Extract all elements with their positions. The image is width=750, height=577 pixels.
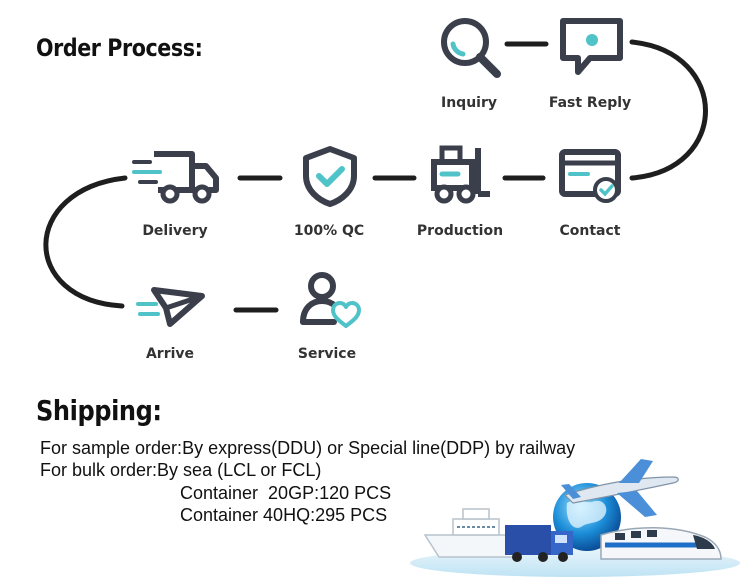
- container-truck-icon: [505, 525, 573, 562]
- connector-reply-contact: [629, 39, 708, 181]
- transport-illustration: [410, 459, 740, 577]
- forklift-icon: [431, 145, 490, 204]
- bulk-order-line: For bulk order:By sea (LCL or FCL): [40, 460, 321, 481]
- bulk-order-value: By sea (LCL or FCL): [157, 460, 322, 480]
- step-label-fast-reply: Fast Reply: [548, 95, 632, 111]
- sample-order-key: For sample order:: [40, 438, 183, 458]
- chat-bubble-icon: [560, 18, 623, 75]
- shipping-title: Shipping:: [36, 394, 162, 427]
- browser-window-icon: [559, 149, 621, 203]
- step-label-delivery: Delivery: [142, 223, 208, 239]
- step-label-production: Production: [416, 223, 504, 239]
- connector-delivery-arrive: [43, 175, 128, 309]
- user-heart-icon: [300, 272, 361, 328]
- shield-check-icon: [303, 146, 357, 207]
- truck-icon: [132, 151, 219, 204]
- paper-plane-icon: [136, 287, 205, 327]
- sample-order-line: For sample order:By express(DDU) or Spec…: [40, 438, 575, 459]
- high-speed-train-icon: [600, 526, 722, 560]
- step-label-service: Service: [297, 346, 357, 362]
- order-process-title: Order Process:: [36, 34, 203, 62]
- container-20gp-line: Container 20GP:120 PCS: [180, 483, 392, 503]
- step-label-qc: 100% QC: [293, 223, 365, 239]
- magnifier-icon: [441, 18, 501, 78]
- container-40hq-line: Container 40HQ:295 PCS: [180, 505, 388, 525]
- cargo-ship-icon: [423, 508, 527, 558]
- bulk-order-key: For bulk order:: [40, 460, 158, 480]
- sample-order-value: By express(DDU) or Special line(DDP) by …: [182, 438, 576, 458]
- step-label-inquiry: Inquiry: [441, 95, 497, 111]
- step-label-contact: Contact: [559, 223, 621, 239]
- airplane-icon: [561, 459, 679, 517]
- step-label-arrive: Arrive: [145, 346, 195, 362]
